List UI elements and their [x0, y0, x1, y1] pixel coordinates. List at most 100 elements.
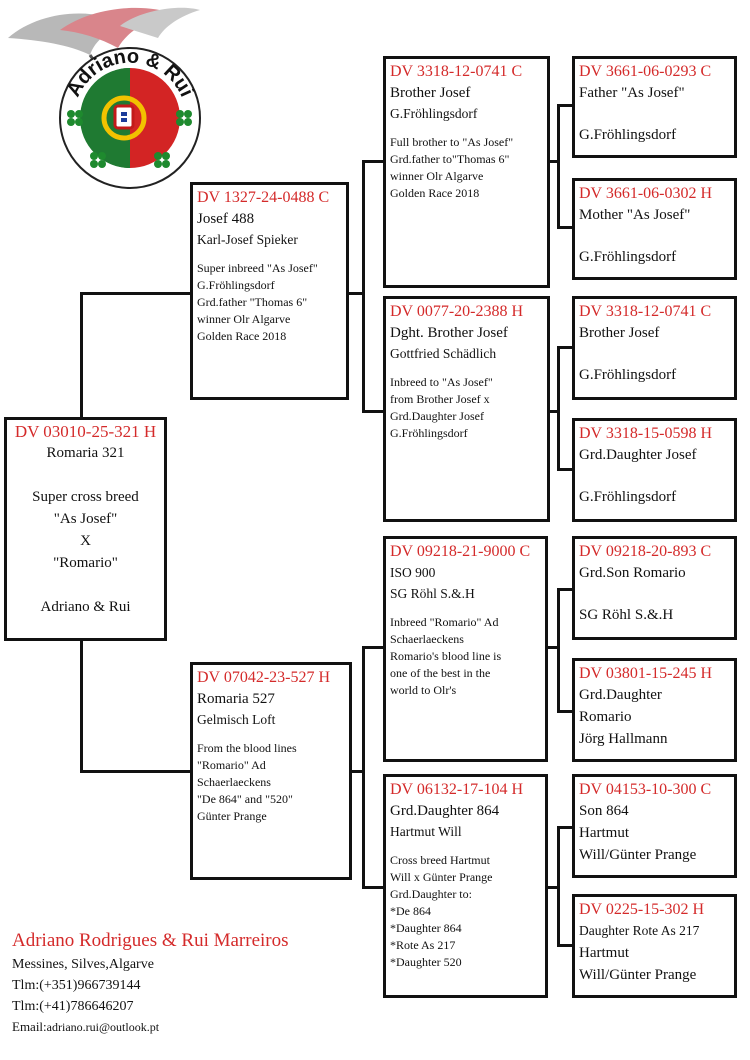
breeder-name: Hartmut Will [390, 824, 462, 839]
subject-line [11, 464, 160, 486]
paternal-grandfather-card: DV 3318-12-0741 C Brother Josef G.Fröhli… [383, 56, 550, 288]
note-line: Grd.father to"Thomas 6" [390, 152, 510, 166]
pigeon-name: Dght. Brother Josef [390, 325, 508, 341]
breeder-name: Jörg Hallmann [579, 731, 668, 747]
spacer [579, 344, 730, 364]
breeder-name: Gottfried Schädlich [390, 346, 497, 361]
breeder-name: Hartmut [579, 825, 629, 841]
clover-icon [67, 110, 192, 168]
pigeon-note: Super inbreed "As Josef" G.Fröhlingsdorf… [197, 260, 342, 345]
breeder-name: Gelmisch Loft [197, 712, 276, 727]
note-line: winner Olr Algarve [390, 169, 484, 183]
ring-number: DV 3661-06-0293 C [579, 63, 712, 80]
note-line: *De 864 [390, 904, 431, 918]
email-link[interactable]: adriano.rui@outlook.pt [46, 1020, 160, 1034]
ring-number: DV 04153-10-300 C [579, 781, 712, 798]
subject-line: X [80, 533, 91, 549]
breeder-name: Hartmut [579, 945, 629, 961]
ring-number: DV 09218-21-9000 C [390, 543, 531, 560]
pigeon-note: From the blood lines "Romario" Ad Schaer… [197, 740, 345, 825]
breeder-name: G.Fröhlingsdorf [579, 367, 677, 383]
great-grandparent-card: DV 03801-15-245 H Grd.Daughter Romario J… [572, 658, 737, 762]
pigeon-name: Grd.Daughter 864 [390, 803, 500, 819]
note-line: "Romario" Ad [197, 758, 266, 772]
note-line: Golden Race 2018 [197, 329, 287, 343]
great-grandparent-card: DV 3661-06-0293 C Father "As Josef" G.Fr… [572, 56, 737, 158]
note-line: Günter Prange [197, 809, 267, 823]
pigeon-wings-graphic [8, 7, 200, 82]
note-line: *Daughter 864 [390, 921, 462, 935]
maternal-grandfather-card: DV 09218-21-9000 C ISO 900 SG Röhl S.&.H… [383, 536, 548, 762]
ring-number: DV 0225-15-302 H [579, 901, 705, 918]
pigeon-name: Brother Josef [579, 325, 660, 341]
note-line: Super inbreed "As Josef" [197, 261, 318, 275]
note-line: Schaerlaeckens [197, 775, 271, 789]
subject-line: Romaria 321 [46, 445, 125, 461]
ring-number: DV 1327-24-0488 C [197, 189, 330, 206]
great-grandparent-card: DV 3661-06-0302 H Mother "As Josef" G.Fr… [572, 178, 737, 280]
ring-number: DV 3661-06-0302 H [579, 185, 713, 202]
pigeon-note: Inbreed "Romario" Ad Schaerlaeckens Roma… [390, 614, 541, 699]
breeder-name: Will/Günter Prange [579, 967, 697, 983]
spacer [579, 584, 730, 604]
note-line: one of the best in the [390, 666, 491, 680]
great-grandparent-card: DV 04153-10-300 C Son 864 Hartmut Will/G… [572, 774, 737, 878]
note-line: Inbreed to "As Josef" [390, 375, 493, 389]
ring-number: DV 09218-20-893 C [579, 543, 712, 560]
phone-number: Tlm:(+41)786646207 [12, 999, 134, 1014]
breeder-name: G.Fröhlingsdorf [579, 249, 677, 265]
breeder-name: G.Fröhlingsdorf [390, 106, 478, 121]
ring-number: DV 07042-23-527 H [197, 669, 331, 686]
subject-pigeon-card: DV 03010-25-321 H Romaria 321 Super cros… [4, 417, 167, 641]
note-line: "De 864" and "520" [197, 792, 293, 806]
spacer [579, 466, 730, 486]
pigeon-name: Brother Josef [390, 85, 471, 101]
ring-number: DV 03010-25-321 H [14, 422, 157, 441]
loft-logo: Adriano & Rui [8, 7, 201, 189]
father-card: DV 1327-24-0488 C Josef 488 Karl-Josef S… [190, 182, 349, 400]
pigeon-name: Grd.Daughter [579, 687, 662, 703]
breeder-name: SG Röhl S.&.H [390, 586, 475, 601]
note-line: Schaerlaeckens [390, 632, 464, 646]
pigeon-name: Son 864 [579, 803, 629, 819]
pigeon-name: Romario [579, 709, 632, 725]
note-line: G.Fröhlingsdorf [197, 278, 275, 292]
email-label: Email: [12, 1019, 47, 1034]
subject-line: "Romario" [53, 555, 118, 571]
note-line: Will x Günter Prange [390, 870, 493, 884]
contact-block: Adriano Rodrigues & Rui Marreiros Messin… [12, 928, 372, 1037]
pigeon-name: Romaria 527 [197, 691, 275, 707]
spacer [579, 226, 730, 246]
note-line: Golden Race 2018 [390, 186, 480, 200]
maternal-grandmother-card: DV 06132-17-104 H Grd.Daughter 864 Hartm… [383, 774, 548, 998]
pigeon-note: Full brother to "As Josef" Grd.father to… [390, 134, 543, 202]
ring-number: DV 03801-15-245 H [579, 665, 713, 682]
pigeon-name: Mother "As Josef" [579, 207, 691, 223]
phone-number: Tlm:(+351)966739144 [12, 978, 141, 993]
subject-line: Super cross breed [32, 489, 139, 505]
paternal-grandmother-card: DV 0077-20-2388 H Dght. Brother Josef Go… [383, 296, 550, 522]
breeder-name: SG Röhl S.&.H [579, 607, 674, 623]
ring-number: DV 3318-12-0741 C [579, 303, 712, 320]
ring-number: DV 06132-17-104 H [390, 781, 524, 798]
ring-number: DV 3318-12-0741 C [390, 63, 523, 80]
pigeon-name: Grd.Daughter Josef [579, 447, 697, 463]
pigeon-name: Father "As Josef" [579, 85, 685, 101]
note-line: Inbreed "Romario" Ad [390, 615, 499, 629]
great-grandparent-card: DV 0225-15-302 H Daughter Rote As 217 Ha… [572, 894, 737, 998]
pigeon-note: Cross breed Hartmut Will x Günter Prange… [390, 852, 541, 971]
breeder-name: Will/Günter Prange [579, 847, 697, 863]
subject-line [11, 574, 160, 596]
breeder-name: Karl-Josef Spieker [197, 232, 298, 247]
pigeon-name: Josef 488 [197, 211, 255, 227]
ring-number: DV 0077-20-2388 H [390, 303, 524, 320]
portugal-flag-emblem [80, 68, 180, 168]
breeder-name: G.Fröhlingsdorf [579, 127, 677, 143]
address: Messines, Silves,Algarve [12, 957, 154, 972]
note-line: Cross breed Hartmut [390, 853, 490, 867]
note-line: from Brother Josef x [390, 392, 490, 406]
great-grandparent-card: DV 3318-15-0598 H Grd.Daughter Josef G.F… [572, 418, 737, 522]
owner-names: Adriano Rodrigues & Rui Marreiros [12, 930, 289, 951]
pigeon-name: Grd.Son Romario [579, 565, 686, 581]
note-line: winner Olr Algarve [197, 312, 291, 326]
